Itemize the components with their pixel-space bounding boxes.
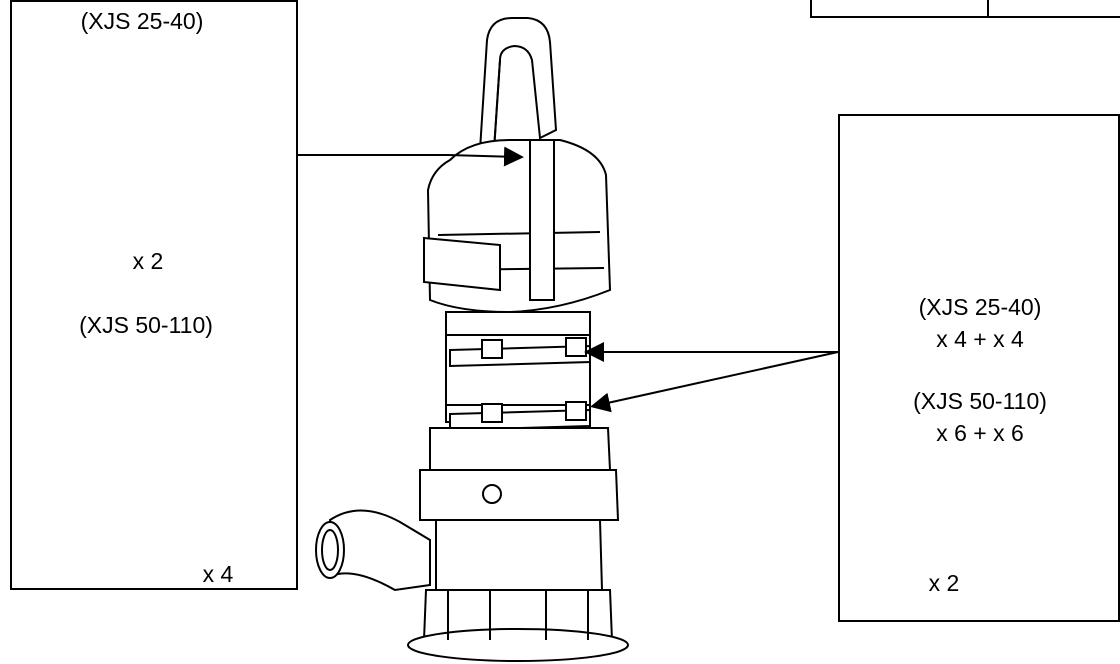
right-detail-panel xyxy=(838,114,1120,622)
left-detail-panel xyxy=(10,0,298,590)
left-top-model-label: (XJS 25-40) xyxy=(80,8,204,34)
right-quantity-1: x 4 + x 4 xyxy=(936,326,1024,352)
corner-table-divider xyxy=(987,0,989,18)
corner-table-fragment xyxy=(810,0,1120,18)
leader-lines xyxy=(298,146,839,413)
pump-body xyxy=(315,17,629,662)
right-model-label-1: (XJS 25-40) xyxy=(918,294,1042,320)
left-top-quantity: x 2 xyxy=(132,248,164,274)
left-bottom-quantity: x 4 xyxy=(202,561,234,587)
right-screw-quantity: x 2 xyxy=(928,570,960,596)
right-quantity-2: x 6 + x 6 xyxy=(936,420,1024,446)
left-bottom-model-label: (XJS 50-110) xyxy=(79,312,213,338)
right-model-label-2: (XJS 50-110) xyxy=(913,388,1047,414)
